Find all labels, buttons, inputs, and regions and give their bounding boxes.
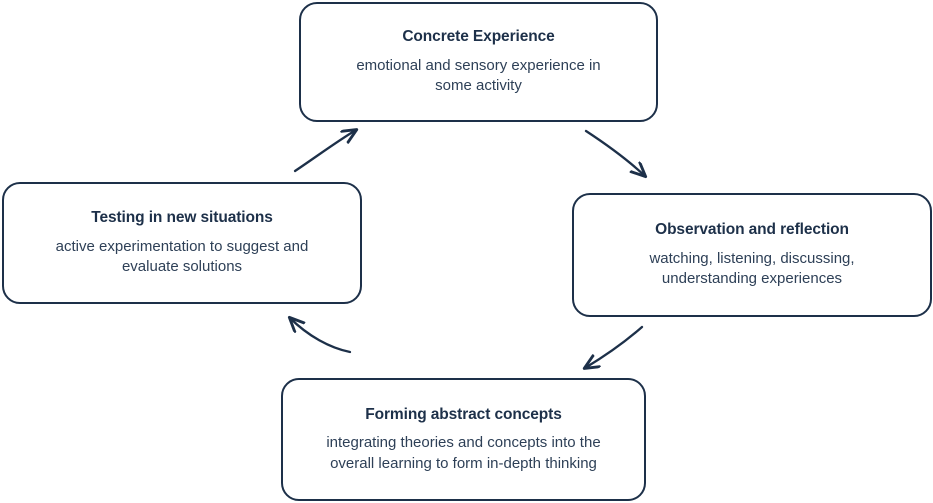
node-forming-abstract-concepts[interactable]: Forming abstract concepts integrating th… bbox=[281, 378, 646, 501]
node-title: Testing in new situations bbox=[91, 209, 273, 227]
node-concrete-experience[interactable]: Concrete Experience emotional and sensor… bbox=[299, 2, 658, 122]
node-testing-new-situations[interactable]: Testing in new situations active experim… bbox=[2, 182, 362, 304]
node-title: Forming abstract concepts bbox=[365, 405, 562, 423]
arrow-observation-to-forming bbox=[585, 325, 644, 368]
node-title: Concrete Experience bbox=[402, 28, 555, 46]
arrow-testing-to-concrete bbox=[293, 130, 356, 173]
node-description: active experimentation to suggest and ev… bbox=[55, 237, 309, 276]
node-description: watching, listening, discussing, underst… bbox=[649, 249, 855, 288]
arrow-forming-to-testing bbox=[290, 318, 352, 354]
node-title: Observation and reflection bbox=[655, 221, 849, 239]
node-description: emotional and sensory experience in some… bbox=[356, 56, 601, 95]
node-observation-reflection[interactable]: Observation and reflection watching, lis… bbox=[572, 193, 932, 317]
arrow-concrete-to-observation bbox=[584, 129, 645, 176]
node-description: integrating theories and concepts into t… bbox=[326, 434, 601, 472]
